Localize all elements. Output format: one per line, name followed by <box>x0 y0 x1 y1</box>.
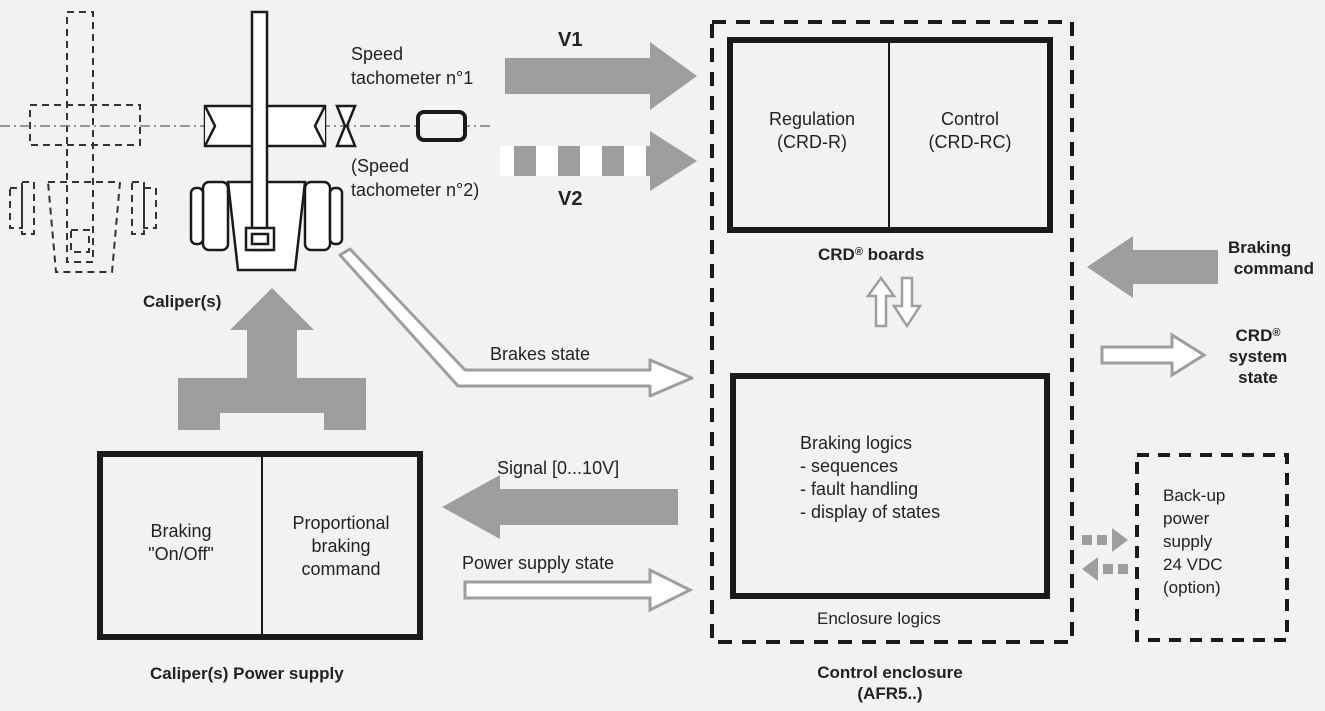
braking-command-line2: command <box>1233 259 1314 278</box>
backup-link-arrows <box>1082 528 1128 581</box>
system-state-label: CRD® system state <box>1224 325 1292 388</box>
power-supply-state-label: Power supply state <box>462 553 615 573</box>
tachometer-2-line2: tachometer n°2) <box>351 180 480 200</box>
power-supply-left-label: Braking "On/Off" <box>148 521 214 564</box>
braking-command-label: Braking command <box>1222 237 1314 279</box>
control-enclosure-box <box>710 20 1074 644</box>
v2-label: V2 <box>558 188 583 210</box>
braking-logics-box <box>730 373 1050 599</box>
control-label: Control (CRD-RC) <box>928 109 1012 152</box>
crd-boards-prefix: CRD <box>818 245 855 264</box>
system-state-mark: ® <box>1272 327 1281 339</box>
tachometer-1-label: Speed tachometer n°1 <box>351 42 473 90</box>
braking-logics-item: - sequences <box>800 456 899 476</box>
system-state-arrow <box>1100 332 1207 378</box>
tachometer-2-line1: (Speed <box>351 156 410 176</box>
v1-label: V1 <box>558 29 583 51</box>
signal-label: Signal [0...10V] <box>497 458 620 478</box>
system-state-prefix: CRD <box>1235 326 1273 345</box>
regulation-label: Regulation (CRD-R) <box>768 109 856 152</box>
braking-logics-item: - fault handling <box>800 479 919 499</box>
system-state-line2: system <box>1228 347 1288 366</box>
tachometer-1-line1: Speed <box>351 44 404 64</box>
enclosure-logics-label: Enclosure logics <box>817 609 941 628</box>
braking-command-arrow <box>1087 236 1218 298</box>
brakes-state-label: Brakes state <box>490 344 591 364</box>
down-exchange-arrow <box>891 276 923 329</box>
control-enclosure-line1: Control enclosure <box>817 663 963 682</box>
backup-supply-label: Back-up power supply 24 VDC (option) <box>1163 486 1226 597</box>
caliper-ghost <box>9 11 157 273</box>
up-exchange-arrow <box>865 275 897 328</box>
system-state-line3: state <box>1238 368 1278 387</box>
caliper-label: Caliper(s) <box>143 292 222 311</box>
control-enclosure-line2: (AFR5..) <box>857 684 923 703</box>
power-supply-label: Caliper(s) Power supply <box>150 664 344 683</box>
power-supply-box <box>97 451 423 640</box>
backup-supply-box <box>1135 453 1289 642</box>
crd-boards-label: CRD® boards <box>818 244 924 265</box>
braking-logics-item: - display of states <box>800 502 941 522</box>
tachometer-sensor <box>416 110 467 142</box>
power-supply-state-arrow <box>463 567 694 613</box>
signal-arrow <box>442 475 678 539</box>
braking-command-line1: Braking <box>1228 238 1292 257</box>
tachometer-1-line2: tachometer n°1 <box>351 68 474 88</box>
crd-boards-mark: ® <box>854 246 863 258</box>
caliper-solid <box>189 10 357 272</box>
power-supply-right-label: Proportional braking command <box>292 513 390 579</box>
power-to-caliper-arrow <box>178 288 366 430</box>
v1-arrow <box>505 42 697 110</box>
brakes-state-arrow <box>338 247 694 398</box>
crd-boards-suffix: boards <box>862 245 925 264</box>
braking-logics-title: Braking logics <box>800 433 913 453</box>
tachometer-2-label: (Speed tachometer n°2) <box>351 154 479 202</box>
v2-arrow <box>500 131 697 191</box>
control-enclosure-label: Control enclosure (AFR5..) <box>790 662 990 704</box>
system-state-line1: CRD® <box>1224 325 1292 346</box>
braking-logics-text: Braking logics - sequences - fault handl… <box>800 432 940 524</box>
